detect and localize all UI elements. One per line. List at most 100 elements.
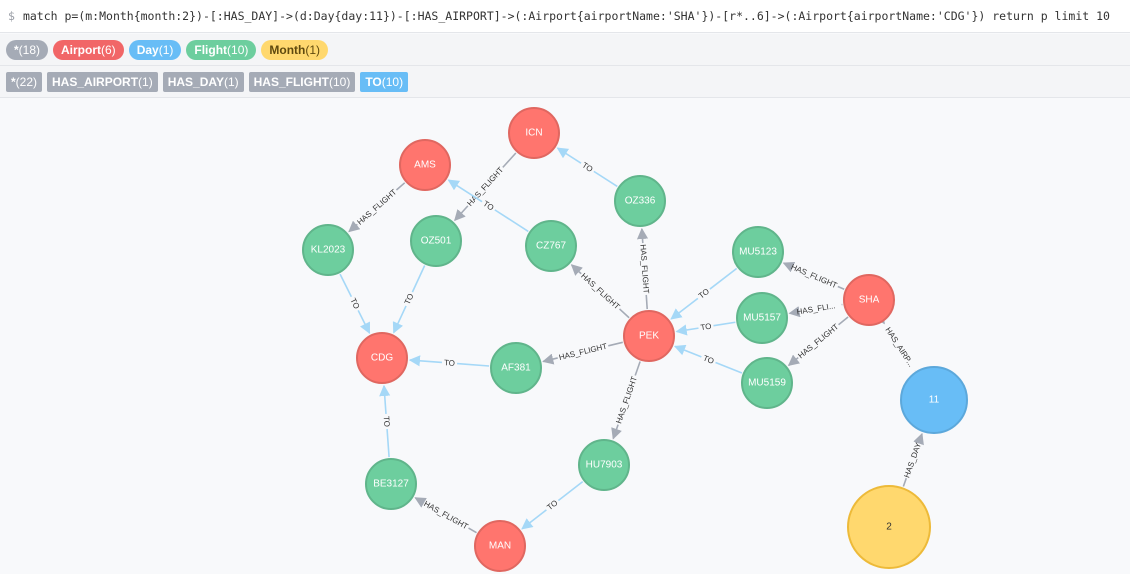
node-circle[interactable] bbox=[508, 107, 560, 159]
edge-PEK-OZ336[interactable]: HAS_FLIGHT bbox=[636, 227, 651, 310]
edge-line[interactable] bbox=[670, 297, 699, 320]
edge-line[interactable] bbox=[454, 205, 469, 222]
edge-line[interactable] bbox=[408, 355, 442, 367]
edge-line[interactable] bbox=[395, 182, 406, 191]
edge-line[interactable] bbox=[709, 267, 738, 290]
edge-PEK-HU7903[interactable]: HAS_FLIGHT bbox=[611, 361, 641, 440]
node-circle[interactable] bbox=[900, 366, 968, 434]
node-cz767[interactable]: CZ767 bbox=[525, 220, 577, 272]
edge-line[interactable] bbox=[675, 324, 699, 336]
edge-line[interactable] bbox=[447, 179, 483, 203]
node-ams[interactable]: AMS bbox=[399, 139, 451, 191]
edge-line[interactable] bbox=[521, 509, 547, 530]
node-af381[interactable]: AF381 bbox=[490, 342, 542, 394]
edge-line[interactable] bbox=[494, 209, 529, 233]
edge-AMS-KL2023[interactable]: HAS_FLIGHT bbox=[348, 182, 406, 233]
edge-line[interactable] bbox=[502, 152, 517, 168]
label-pill-month[interactable]: Month(1) bbox=[261, 39, 329, 60]
edge-line[interactable] bbox=[902, 477, 908, 487]
node-m2[interactable]: 2 bbox=[847, 485, 931, 569]
edge-line[interactable] bbox=[542, 353, 558, 365]
edge-KL2023-CDG[interactable]: TO bbox=[339, 273, 371, 334]
node-circle[interactable] bbox=[474, 520, 526, 572]
label-pill-all[interactable]: *(18) bbox=[6, 39, 49, 60]
edge-line[interactable] bbox=[782, 261, 796, 273]
edge-PEK-AF381[interactable]: HAS_FLIGHT bbox=[542, 341, 623, 365]
edge-line[interactable] bbox=[713, 321, 736, 327]
edge-ICN-OZ501[interactable]: HAS_FLIGHT bbox=[454, 152, 517, 222]
edge-line[interactable] bbox=[556, 147, 582, 164]
edge-HU7903-MAN[interactable]: TO bbox=[521, 480, 584, 530]
node-circle[interactable] bbox=[578, 439, 630, 491]
edge-MU5159-PEK[interactable]: TO bbox=[673, 344, 743, 374]
rel-tag-has-airport[interactable]: HAS_AIRPORT(1) bbox=[47, 71, 158, 92]
label-pill-airport[interactable]: Airport(6) bbox=[53, 39, 124, 60]
node-circle[interactable] bbox=[843, 274, 895, 326]
edge-line[interactable] bbox=[414, 497, 427, 508]
edge-AF381-CDG[interactable]: TO bbox=[408, 355, 490, 368]
node-circle[interactable] bbox=[623, 310, 675, 362]
edge-line[interactable] bbox=[634, 361, 641, 376]
edge-line[interactable] bbox=[837, 285, 845, 291]
edge-line[interactable] bbox=[787, 354, 801, 367]
node-circle[interactable] bbox=[356, 332, 408, 384]
node-circle[interactable] bbox=[525, 220, 577, 272]
edge-OZ501-CDG[interactable]: TO bbox=[392, 265, 426, 334]
node-sha[interactable]: SHA bbox=[843, 274, 895, 326]
edge-SHA-MU5157[interactable]: HAS_FLI... bbox=[788, 301, 843, 318]
edge-line[interactable] bbox=[386, 429, 390, 458]
node-hu7903[interactable]: HU7903 bbox=[578, 439, 630, 491]
edge-line[interactable] bbox=[457, 362, 490, 367]
edge-MU5157-PEK[interactable]: TO bbox=[675, 321, 736, 336]
node-man[interactable]: MAN bbox=[474, 520, 526, 572]
query-text[interactable]: match p=(m:Month{month:2})-[:HAS_DAY]->(… bbox=[22, 9, 1110, 23]
edge-M2-D11[interactable]: HAS_DAY bbox=[902, 432, 924, 487]
edge-SHA-MU5123[interactable]: HAS_FLIGHT bbox=[782, 261, 845, 291]
edge-line[interactable] bbox=[673, 344, 702, 358]
edge-line[interactable] bbox=[593, 170, 618, 188]
node-be3127[interactable]: BE3127 bbox=[365, 458, 417, 510]
node-circle[interactable] bbox=[614, 175, 666, 227]
edge-line[interactable] bbox=[611, 424, 622, 440]
edge-BE3127-CDG[interactable]: TO bbox=[379, 384, 392, 458]
edge-line[interactable] bbox=[608, 341, 623, 347]
node-circle[interactable] bbox=[302, 224, 354, 276]
edge-line[interactable] bbox=[645, 294, 649, 310]
edge-line[interactable] bbox=[715, 361, 743, 374]
rel-tag-has-flight[interactable]: HAS_FLIGHT(10) bbox=[248, 71, 356, 92]
node-kl2023[interactable]: KL2023 bbox=[302, 224, 354, 276]
edge-line[interactable] bbox=[379, 384, 391, 414]
edge-SHA-MU5159[interactable]: HAS_FLIGHT bbox=[787, 316, 849, 367]
node-circle[interactable] bbox=[732, 226, 784, 278]
node-d11[interactable]: 11 bbox=[900, 366, 968, 434]
edge-MAN-BE3127[interactable]: HAS_FLIGHT bbox=[414, 497, 477, 534]
rel-tag-all[interactable]: *(22) bbox=[6, 71, 43, 92]
edge-D11-SHA[interactable]: HAS_AIRP... bbox=[874, 311, 916, 372]
node-oz501[interactable]: OZ501 bbox=[410, 215, 462, 267]
query-bar[interactable]: $ match p=(m:Month{month:2})-[:HAS_DAY]-… bbox=[0, 0, 1130, 33]
node-circle[interactable] bbox=[741, 357, 793, 409]
node-mu5157[interactable]: MU5157 bbox=[736, 292, 788, 344]
edge-PEK-CZ767[interactable]: HAS_FLIGHT bbox=[570, 264, 630, 319]
node-circle[interactable] bbox=[365, 458, 417, 510]
rel-tag-has-day[interactable]: HAS_DAY(1) bbox=[162, 71, 244, 92]
edge-line[interactable] bbox=[411, 265, 426, 293]
node-circle[interactable] bbox=[736, 292, 788, 344]
edge-line[interactable] bbox=[348, 220, 361, 233]
graph-canvas[interactable]: HAS_DAYHAS_AIRP...HAS_FLIGHTHAS_FLI...HA… bbox=[0, 98, 1130, 574]
edge-line[interactable] bbox=[468, 527, 477, 534]
edge-line[interactable] bbox=[557, 480, 584, 502]
node-circle[interactable] bbox=[490, 342, 542, 394]
edge-line[interactable] bbox=[357, 309, 371, 334]
node-icn[interactable]: ICN bbox=[508, 107, 560, 159]
rel-tag-to[interactable]: TO(10) bbox=[360, 71, 409, 92]
label-pill-day[interactable]: Day(1) bbox=[128, 39, 182, 60]
node-cdg[interactable]: CDG bbox=[356, 332, 408, 384]
edge-MU5123-PEK[interactable]: TO bbox=[670, 267, 738, 320]
label-pill-flight[interactable]: Flight(10) bbox=[186, 39, 257, 60]
node-mu5159[interactable]: MU5159 bbox=[741, 357, 793, 409]
edge-line[interactable] bbox=[913, 432, 924, 446]
edge-line[interactable] bbox=[570, 264, 583, 276]
edge-OZ336-ICN[interactable]: TO bbox=[556, 147, 618, 188]
edge-line[interactable] bbox=[618, 308, 630, 319]
